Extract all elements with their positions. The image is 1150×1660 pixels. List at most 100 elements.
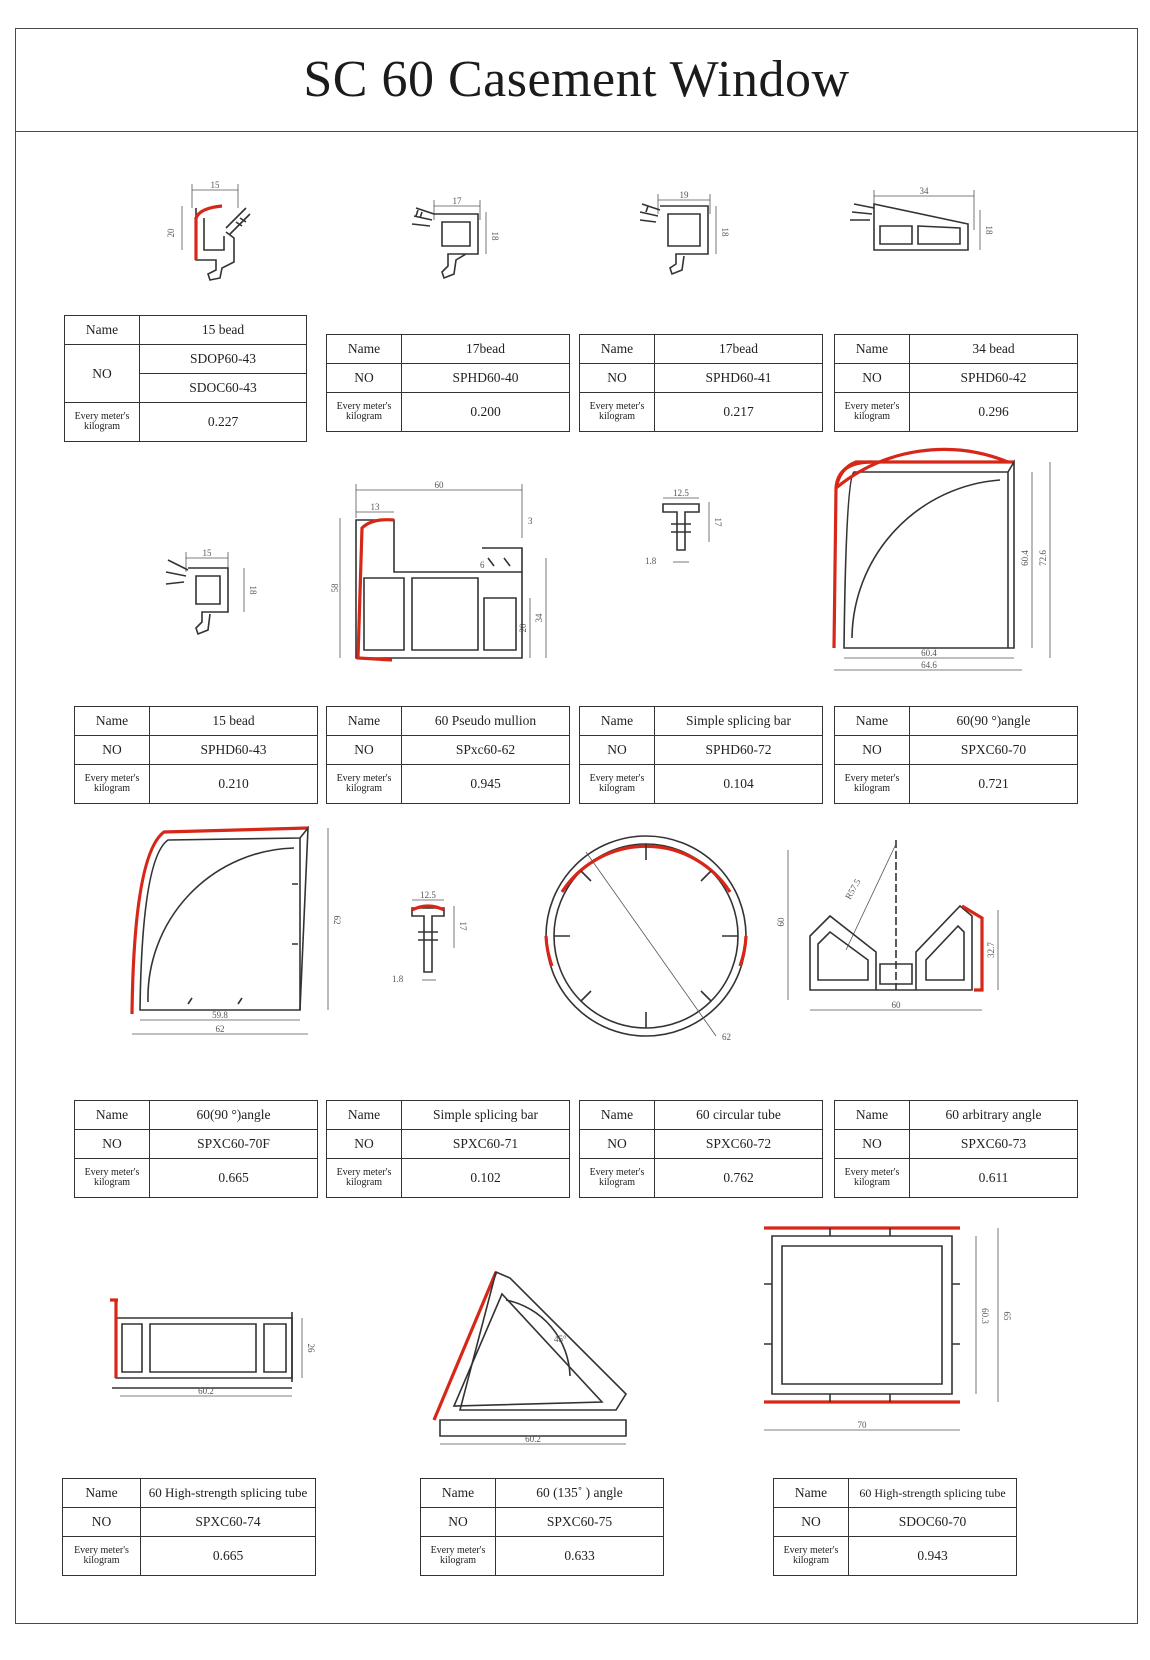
- drawing-15-bead: 15 20: [166, 180, 251, 281]
- name-label: Name: [326, 706, 402, 736]
- dim-label: 18: [984, 226, 994, 236]
- profile-code: SPHD60-43: [149, 735, 318, 765]
- profile-name: 34 bead: [909, 334, 1078, 364]
- dim-label: 26: [306, 1344, 316, 1354]
- profile-weight: 0.102: [401, 1158, 570, 1198]
- profile-weight: 0.762: [654, 1158, 823, 1198]
- profile-code: SPXC60-70: [909, 735, 1078, 765]
- name-label: Name: [326, 1100, 402, 1130]
- title-band: SC 60 Casement Window: [15, 28, 1138, 132]
- dim-label: 12.5: [420, 890, 436, 900]
- dim-label: 13: [371, 502, 381, 512]
- no-label: NO: [834, 735, 910, 765]
- no-label: NO: [64, 344, 140, 403]
- no-label: NO: [326, 363, 402, 393]
- no-label: NO: [773, 1507, 849, 1537]
- profile-code: SPHD60-42: [909, 363, 1078, 393]
- dim-label: 60.2: [198, 1386, 214, 1396]
- name-label: Name: [420, 1478, 496, 1508]
- profile-code: SPHD60-40: [401, 363, 570, 393]
- profile-name: 15 bead: [139, 315, 307, 345]
- drawing-60-pseudo-mullion: 60 13 3 6 58 34 20: [330, 480, 547, 662]
- dim-label: 62: [216, 1024, 225, 1034]
- profile-code: SPXC60-73: [909, 1129, 1078, 1159]
- dim-label: 34: [920, 186, 930, 196]
- profile-name: 17bead: [401, 334, 570, 364]
- dim-label: 60: [892, 1000, 902, 1010]
- profile-weight: 0.200: [401, 392, 570, 432]
- profile-name: 60 Pseudo mullion: [401, 706, 570, 736]
- profile-code: SDOC60-43: [139, 373, 307, 403]
- dim-label: 1.8: [392, 974, 404, 984]
- profile-code: SPXC60-72: [654, 1129, 823, 1159]
- dim-label: 20: [518, 623, 528, 633]
- profile-weight: 0.665: [140, 1536, 316, 1576]
- name-label: Name: [773, 1478, 849, 1508]
- profile-name: 60 arbitrary angle: [909, 1100, 1078, 1130]
- dim-label: 60: [776, 917, 786, 927]
- profile-name: 60 High-strength splicing tube: [140, 1478, 316, 1508]
- profile-weight: 0.633: [495, 1536, 664, 1576]
- name-label: Name: [74, 706, 150, 736]
- profile-code: SPHD60-72: [654, 735, 823, 765]
- dim-label: 17: [453, 196, 463, 206]
- name-label: Name: [74, 1100, 150, 1130]
- dim-label: 60.2: [525, 1434, 541, 1444]
- profile-name: Simple splicing bar: [401, 1100, 570, 1130]
- no-label: NO: [326, 1129, 402, 1159]
- dim-label: 17: [458, 922, 468, 932]
- drawing-high-strength-splicing-tube-74: 26 60.2: [110, 1298, 316, 1397]
- name-label: Name: [326, 334, 402, 364]
- profile-weight: 0.721: [909, 764, 1078, 804]
- no-label: NO: [834, 363, 910, 393]
- name-label: Name: [834, 706, 910, 736]
- profile-name: 15 bead: [149, 706, 318, 736]
- dim-label: 60: [435, 480, 445, 490]
- drawing-60-90-angle-70f: 62 59.8 62: [130, 825, 342, 1035]
- profile-code: SPxc60-62: [401, 735, 570, 765]
- profile-name: 60(90 °)angle: [909, 706, 1078, 736]
- no-label: NO: [579, 735, 655, 765]
- drawing-60-135-angle: 45° 60.2: [432, 1270, 628, 1445]
- profile-name: 60 (135˚ ) angle: [495, 1478, 664, 1508]
- no-label: NO: [62, 1507, 141, 1537]
- dim-label: 62: [332, 916, 342, 925]
- drawing-simple-splicing-bar-72: 12.5 17 1.8: [645, 488, 723, 566]
- dim-label: 19: [680, 190, 690, 200]
- no-label: NO: [834, 1129, 910, 1159]
- profile-weight: 0.217: [654, 392, 823, 432]
- profile-code: SPXC60-75: [495, 1507, 664, 1537]
- dim-label: 17: [713, 518, 723, 528]
- profile-name: Simple splicing bar: [654, 706, 823, 736]
- dim-label: 15: [203, 548, 213, 558]
- dim-label: 60.3: [980, 1308, 990, 1324]
- profile-weight: 0.296: [909, 392, 1078, 432]
- drawing-high-strength-splicing-tube-70: 60.3 65 70: [764, 1226, 1012, 1431]
- profile-code: SDOP60-43: [139, 344, 307, 374]
- no-label: NO: [579, 363, 655, 393]
- page-title: SC 60 Casement Window: [303, 51, 850, 108]
- dim-label: 64.6: [921, 660, 937, 670]
- name-label: Name: [834, 334, 910, 364]
- profile-weight: 0.227: [139, 402, 307, 442]
- no-label: NO: [579, 1129, 655, 1159]
- dim-label: 1.8: [645, 556, 657, 566]
- dim-label: 32.7: [986, 942, 996, 958]
